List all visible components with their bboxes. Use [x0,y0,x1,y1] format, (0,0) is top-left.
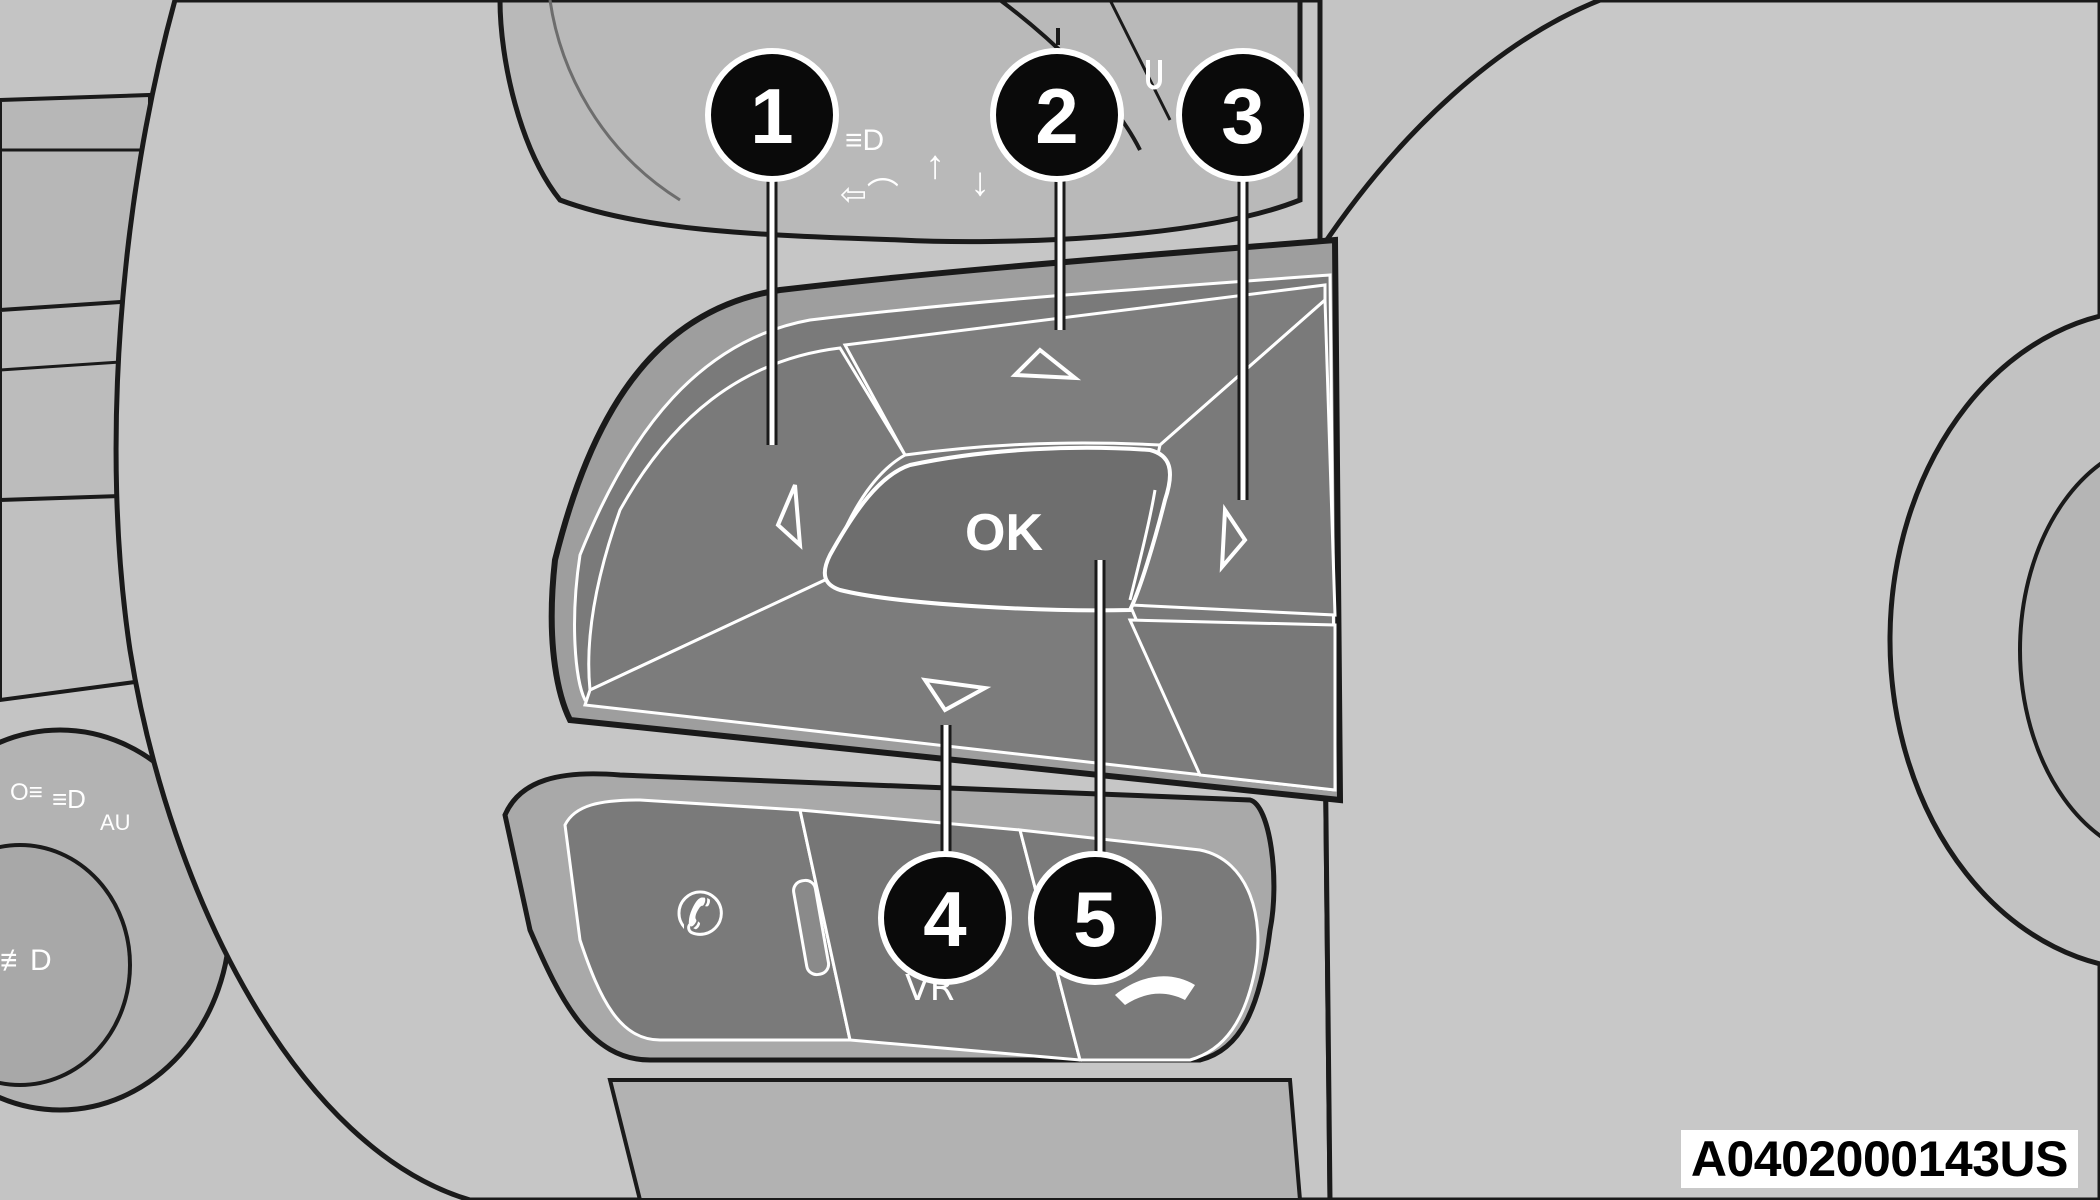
callout-3-number: 3 [1221,72,1264,160]
triangle-right-icon [1219,503,1248,573]
callout-4-number: 4 [923,875,966,963]
fog-light-icon: O≡ [10,779,43,806]
callout-5: 5 [1028,851,1162,985]
svg-text:≡D: ≡D [845,124,884,157]
svg-text:↓: ↓ [970,160,990,204]
svg-text:⇦⌒: ⇦⌒ [840,176,899,212]
callout-2-number: 2 [1035,72,1078,160]
directional-pad: OK [573,273,1337,792]
right-gauge [1317,0,2100,1200]
callout-2: 2 [990,48,1124,182]
left-arrow-button[interactable] [587,346,908,693]
instrument-cluster: ≡D ↑ ↓ ⇦⌒ [497,0,1303,245]
triangle-down-icon [920,677,992,713]
callout-5-number: 5 [1073,875,1116,963]
callout-1: 1 [705,48,839,182]
svg-text:≢D: ≢D [0,944,52,977]
ok-label: OK [965,504,1043,562]
callout-1-number: 1 [750,72,793,160]
ok-button[interactable] [822,445,1172,613]
svg-text:AU: AU [100,810,131,835]
callout-4: 4 [878,851,1012,985]
triangle-up-icon [1010,347,1082,381]
headlight-icon: ≡D [52,784,86,814]
svg-text:↑: ↑ [925,143,945,187]
lower-spoke [607,1078,1303,1200]
hang-up-icon [1115,976,1195,1005]
triangle-left-icon [775,484,803,550]
figure-code: A0402000143US [1680,1130,2078,1188]
phone-answer-button[interactable] [563,798,852,1042]
callout-3: 3 [1176,48,1310,182]
phone-icon: ✆ [675,880,725,950]
